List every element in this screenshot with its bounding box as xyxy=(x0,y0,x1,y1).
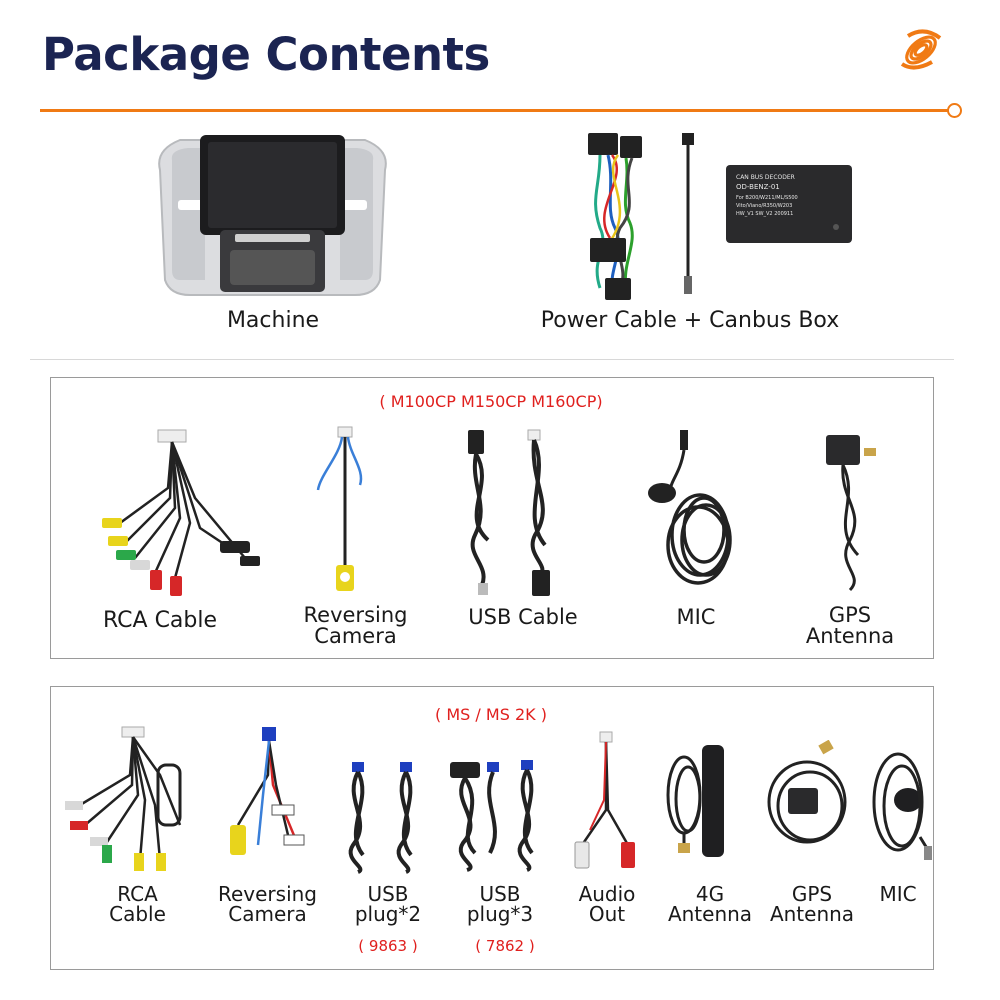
decoder-line-2: OD-BENZ-01 xyxy=(736,183,780,191)
usb-plug2-code: ( 9863 ) xyxy=(358,937,418,955)
page-title: Package Contents xyxy=(42,28,490,81)
decoder-line-3: For B200/W211/ML/S500 xyxy=(736,195,798,201)
microphone-icon xyxy=(640,425,755,595)
header-rule-dot xyxy=(947,103,962,118)
head-unit-icon xyxy=(150,130,395,305)
usb-plug3-code: ( 7862 ) xyxy=(475,937,535,955)
rca-cable-label: RCA Cable xyxy=(102,608,218,633)
rca-cable-icon xyxy=(60,725,200,875)
header-rule xyxy=(40,109,952,112)
decoder-line-4: Vito/Viano/R350/W203 xyxy=(736,203,792,209)
power-cable-icon xyxy=(560,128,725,303)
gps-antenna-icon xyxy=(762,740,852,865)
section1-model-label: ( M100CP M150CP M160CP) xyxy=(379,392,603,411)
mic-label: MIC xyxy=(676,605,716,629)
reversing-camera-cable-icon xyxy=(310,425,385,600)
decoder-line-1: CAN BUS DECODER xyxy=(736,174,795,181)
usb-plug-icon xyxy=(338,760,443,875)
power-cable-label: Power Cable + Canbus Box xyxy=(540,308,840,333)
section2-model-label: ( MS / MS 2K ) xyxy=(435,705,547,724)
section-divider xyxy=(30,359,954,360)
4g-antenna-icon xyxy=(660,735,760,860)
usb-plug-icon xyxy=(445,758,560,873)
gps-antenna-icon xyxy=(820,430,885,598)
usb-cable-icon xyxy=(460,425,570,600)
rca-cable-icon xyxy=(80,428,265,600)
machine-label: Machine xyxy=(226,308,320,333)
microphone-icon xyxy=(868,742,938,862)
audio-out-cable-icon xyxy=(570,730,645,875)
orange-coil-logo-icon xyxy=(894,24,948,76)
canbus-box-icon: CAN BUS DECODER OD-BENZ-01 For B200/W211… xyxy=(724,163,854,245)
mic-label-2: MIC xyxy=(879,882,917,906)
reversing-camera-cable-icon xyxy=(218,725,318,870)
decoder-line-5: HW_V1 SW_V2 200911 xyxy=(736,211,793,217)
usb-cable-label: USB Cable xyxy=(468,605,578,629)
